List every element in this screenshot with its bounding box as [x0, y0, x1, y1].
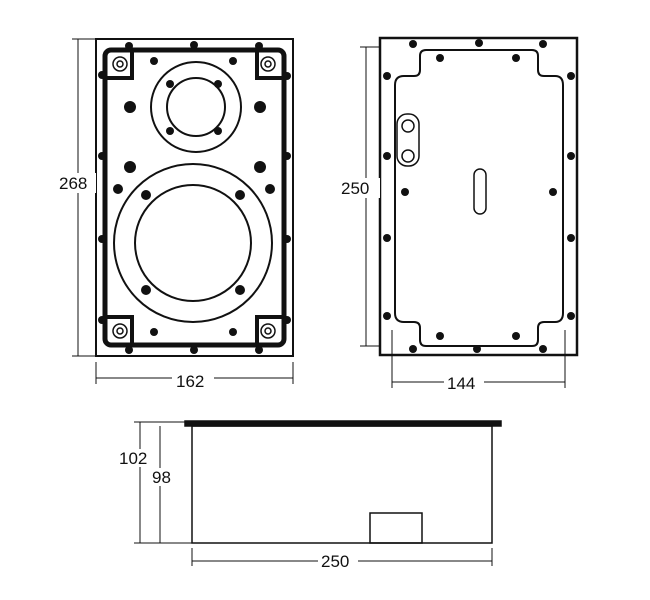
front-width-dimension: 162	[176, 372, 204, 391]
front-frame-outline	[95, 38, 294, 357]
corner-brackets	[105, 50, 284, 345]
back-height-dimension: 250	[341, 179, 369, 198]
side-enclosure	[191, 425, 493, 544]
corner-screws	[112, 56, 276, 339]
woofer-cone	[134, 184, 252, 302]
tweeter-cone	[166, 77, 226, 137]
terminal-block	[396, 113, 420, 167]
back-panel-outline	[394, 49, 564, 347]
back-width-dimension: 144	[447, 374, 475, 393]
woofer-outer-ring	[113, 163, 273, 323]
side-terminal-box	[369, 512, 423, 544]
logo-plate	[473, 168, 487, 215]
back-frame-outline	[378, 36, 579, 357]
side-outer-depth-dimension: 102	[119, 449, 147, 468]
front-view	[95, 38, 294, 357]
front-inner-border	[102, 47, 287, 348]
tweeter-outer-ring	[150, 61, 242, 153]
front-height-dimension: 268	[59, 174, 87, 193]
side-width-dimension: 250	[321, 552, 349, 571]
back-mounting-holes	[383, 39, 575, 353]
side-view	[184, 420, 502, 544]
dimension-labels: 268 162 250 144 102 98 250	[56, 173, 484, 571]
dimension-lines	[72, 38, 566, 566]
back-view	[378, 36, 579, 357]
side-inner-depth-dimension: 98	[152, 468, 171, 487]
front-mounting-holes	[98, 41, 291, 354]
